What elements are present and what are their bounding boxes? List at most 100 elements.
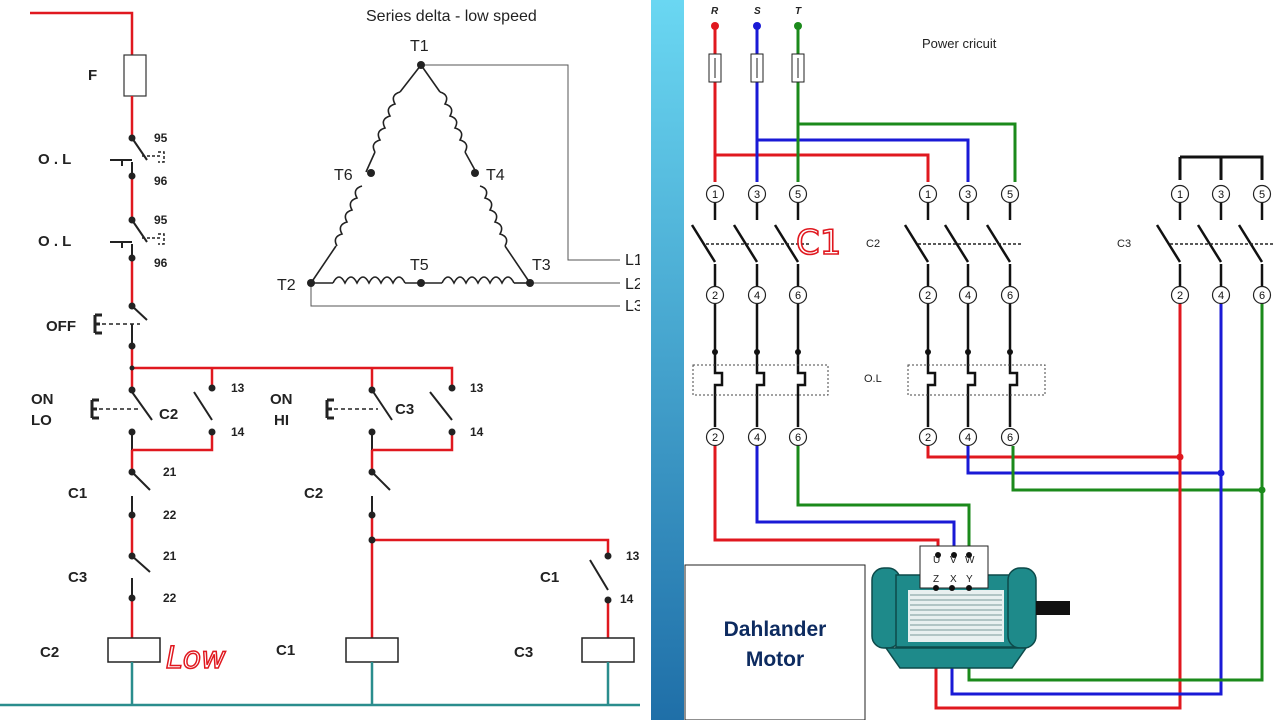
power-c3-label: C3: [1117, 238, 1131, 250]
power-terminal-circle: [788, 184, 808, 204]
ol2-label: O . L: [38, 233, 71, 250]
ol1-bottom-terminal: 96: [154, 174, 168, 188]
c2-hold-top-terminal: 13: [231, 381, 245, 395]
coil-c1: [345, 637, 399, 663]
power-terminal-circle: [1000, 285, 1020, 305]
coil-c3: [581, 637, 635, 663]
c3-nc-label: C3: [68, 569, 87, 586]
delta-winding: Series delta - low speed: [277, 8, 643, 315]
motor-title-box: Dahlander Motor: [684, 564, 866, 720]
c1-nc-contact: [131, 471, 151, 515]
power-terminal-number: 5: [1259, 189, 1265, 201]
line-l2: L2: [625, 276, 643, 293]
power-terminal-circle: [1170, 285, 1190, 305]
power-terminal-number: 2: [712, 432, 718, 444]
phase-t-label: T: [795, 6, 802, 17]
motor-terminal-y: Y: [966, 574, 973, 585]
ol-box-1: [692, 364, 829, 396]
power-terminal-number: 4: [754, 290, 760, 302]
terminal-t5: T5: [410, 257, 429, 274]
c1-nc-top-terminal: 21: [163, 465, 177, 479]
power-terminal-number: 1: [1177, 189, 1183, 201]
c1-no-top-terminal: 13: [626, 549, 640, 563]
power-terminal-circle: [705, 285, 725, 305]
power-terminal-circle: [1000, 184, 1020, 204]
power-terminal-number: 4: [965, 290, 971, 302]
c1-nc-label: C1: [68, 485, 87, 502]
c1-no-contact: [590, 560, 608, 600]
motor-terminal-w: W: [965, 555, 975, 566]
off-label: OFF: [46, 318, 76, 335]
power-terminal-circle: [918, 427, 938, 447]
motor-terminal-z: Z: [933, 574, 939, 585]
power-terminal-number: 6: [1007, 432, 1013, 444]
power-terminal-circle: [1170, 184, 1190, 204]
on-lo-label-1: ON: [31, 391, 54, 408]
c1-no-bottom-terminal: 14: [620, 592, 634, 606]
power-title: Power cricuit: [922, 36, 997, 51]
power-terminal-number: 4: [965, 432, 971, 444]
coil-c2-label: C2: [40, 644, 59, 661]
panel-divider: [651, 0, 684, 720]
coil-c3-label: C3: [514, 644, 533, 661]
handwritten-c1: C1: [796, 223, 841, 263]
power-terminal-circle: [958, 427, 978, 447]
delta-title: Series delta - low speed: [366, 8, 537, 25]
c3-hold-top-terminal: 13: [470, 381, 484, 395]
terminal-t4: T4: [486, 167, 505, 184]
power-terminal-number: 2: [925, 290, 931, 302]
fuse-f: [123, 54, 147, 97]
motor-terminal-x: X: [950, 574, 957, 585]
power-terminal-circle: [1252, 285, 1272, 305]
motor-title-line2: Motor: [746, 648, 804, 671]
power-terminal-circle: [958, 184, 978, 204]
power-terminal-number: 1: [712, 189, 718, 201]
c3-hold-bottom-terminal: 14: [470, 425, 484, 439]
power-terminal-number: 3: [965, 189, 971, 201]
terminal-t3: T3: [532, 257, 551, 274]
neutral-line: [0, 662, 640, 707]
power-terminal-circle: [918, 285, 938, 305]
power-terminal-circle: [747, 285, 767, 305]
ol1-top-terminal: 95: [154, 131, 168, 145]
motor-drawing: [871, 545, 1070, 669]
power-terminal-number: 6: [795, 290, 801, 302]
power-terminal-circle: [788, 285, 808, 305]
power-terminal-number: 4: [754, 432, 760, 444]
power-terminal-number: 2: [712, 290, 718, 302]
power-terminal-number: 5: [795, 189, 801, 201]
control-labels: F O . L 95 96 O . L 95 96 OFF ON LO C2 1…: [31, 67, 640, 677]
coil-c2: [107, 637, 161, 663]
c2-hold-bottom-terminal: 14: [231, 425, 245, 439]
power-c2-label: C2: [866, 238, 880, 250]
motor-terminal-u: U: [933, 555, 940, 566]
c2-nc-contact: [371, 471, 391, 515]
power-terminal-number: 6: [1259, 290, 1265, 302]
power-circuit: Power cricuit R S T: [690, 6, 1274, 710]
c3-nc-bottom-terminal: 22: [163, 591, 177, 605]
ol2-top-terminal: 95: [154, 213, 168, 227]
on-hi-label-1: ON: [270, 391, 293, 408]
power-terminal-circle: [918, 184, 938, 204]
power-ol-label: O.L: [864, 373, 882, 385]
ol2-bottom-terminal: 96: [154, 256, 168, 270]
power-terminal-number: 3: [1218, 189, 1224, 201]
on-hi-button: [371, 389, 393, 450]
power-terminal-circle: [705, 427, 725, 447]
c1-no-label: C1: [540, 569, 559, 586]
on-lo-button: [131, 390, 153, 450]
c3-nc-contact: [131, 555, 151, 598]
c2-nc-label: C2: [304, 485, 323, 502]
power-terminal-number: 6: [1007, 290, 1013, 302]
ol1-label: O . L: [38, 151, 71, 168]
power-terminal-number: 4: [1218, 290, 1224, 302]
power-terminal-circle: [958, 285, 978, 305]
ol2-contact: [131, 219, 148, 258]
control-junctions: [128, 134, 612, 604]
handwritten-low: Low: [166, 641, 226, 676]
power-terminal-number: 6: [795, 432, 801, 444]
motor-title-line1: Dahlander: [724, 618, 827, 641]
ol1-contact: [131, 137, 148, 176]
l1-wire: [421, 64, 620, 261]
